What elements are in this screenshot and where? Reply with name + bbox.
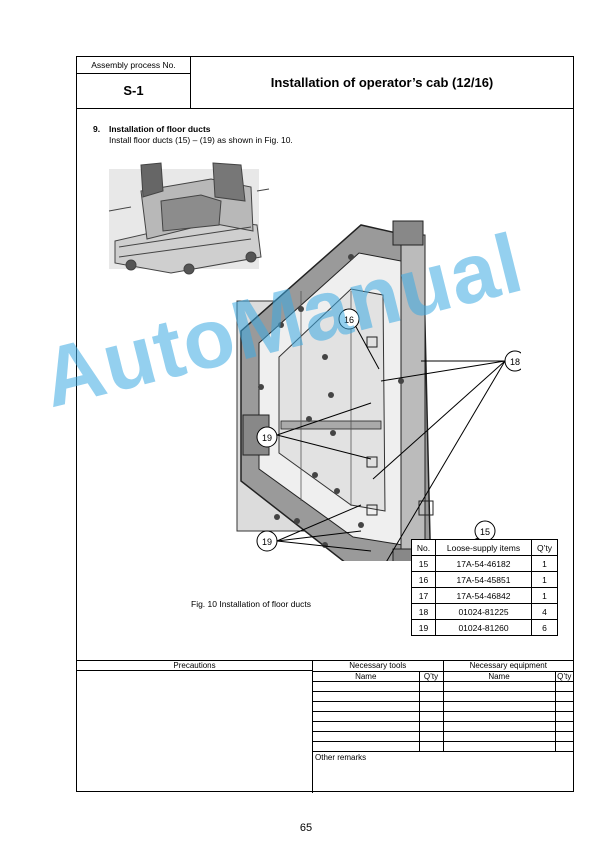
table-header-row: No. Loose-supply items Q’ty [411,539,558,556]
other-remarks-box: Other remarks [313,751,573,793]
table-row: 18 01024-81225 4 [411,603,558,620]
part-no: 19 [411,619,436,636]
process-label: Assembly process No. [77,57,190,74]
precautions-heading: Precautions [77,661,313,671]
table-row [313,700,573,712]
tools-equipment-grid: Necessary tools Necessary equipment Name… [313,661,573,752]
figure-caption: Fig. 10 Installation of floor ducts [191,599,312,609]
loose-supply-table: No. Loose-supply items Q’ty 15 17A-54-46… [411,539,558,636]
svg-text:15: 15 [480,527,490,537]
tools-qty-col: Q’ty [418,670,444,682]
assembly-sheet: Assembly process No. S-1 Installation of… [76,56,574,793]
table-row [313,710,573,722]
equipment-qty-col: Q’ty [554,670,573,682]
part-qty: 4 [531,603,558,620]
precautions-body [77,671,313,793]
cab-overview-illustration [108,162,270,275]
table-row: 16 17A-54-45851 1 [411,571,558,588]
table-row [313,690,573,702]
part-code: 01024-81260 [435,619,532,636]
part-code: 17A-54-46842 [435,587,532,604]
table-row: 19 01024-81260 6 [411,619,558,636]
col-items: Loose-supply items [435,539,532,556]
svg-text:18: 18 [510,357,520,367]
callout-16: 16 [338,308,360,330]
callout-19-lower: 19 [256,530,278,552]
sheet-header: Assembly process No. S-1 Installation of… [77,57,573,109]
part-no: 15 [411,555,436,572]
part-qty: 6 [531,619,558,636]
part-code: 01024-81225 [435,603,532,620]
step-heading: 9. Installation of floor ducts [93,124,211,134]
tools-name-col: Name [313,670,420,682]
part-code: 17A-54-45851 [435,571,532,588]
requirements-section: Precautions Necessary tools Necessary eq… [77,660,573,793]
table-row [313,740,573,752]
callout-19-upper: 19 [256,426,278,448]
table-row: 17 17A-54-46842 1 [411,587,558,604]
callout-15: 15 [474,520,496,542]
process-number: S-1 [123,83,144,98]
part-no: 18 [411,603,436,620]
callout-18: 18 [504,350,521,372]
part-no: 17 [411,587,436,604]
col-no: No. [411,539,436,556]
part-qty: 1 [531,587,558,604]
svg-text:16: 16 [344,315,354,325]
process-box: Assembly process No. S-1 [77,57,191,108]
part-code: 17A-54-46182 [435,555,532,572]
page-number: 65 [299,822,313,834]
col-qty: Q’ty [531,539,558,556]
equipment-heading: Necessary equipment [442,661,573,672]
svg-text:19: 19 [262,537,272,547]
table-row [313,720,573,732]
table-row [313,730,573,742]
part-qty: 1 [531,571,558,588]
step-title: Installation of floor ducts [109,124,211,134]
part-no: 16 [411,571,436,588]
floor-duct-diagram: 16 18 19 19 15 17 [108,162,521,561]
svg-text:19: 19 [262,433,272,443]
table-row [313,680,573,692]
step-description: Install floor ducts (15) – (19) as shown… [109,135,293,145]
step-number: 9. [93,124,101,134]
tools-heading: Necessary tools [313,661,444,672]
sheet-title: Installation of operator’s cab (12/16) [270,75,494,90]
table-row: 15 17A-54-46182 1 [411,555,558,572]
other-remarks-label: Other remarks [315,753,367,762]
equipment-name-col: Name [442,670,556,682]
part-qty: 1 [531,555,558,572]
